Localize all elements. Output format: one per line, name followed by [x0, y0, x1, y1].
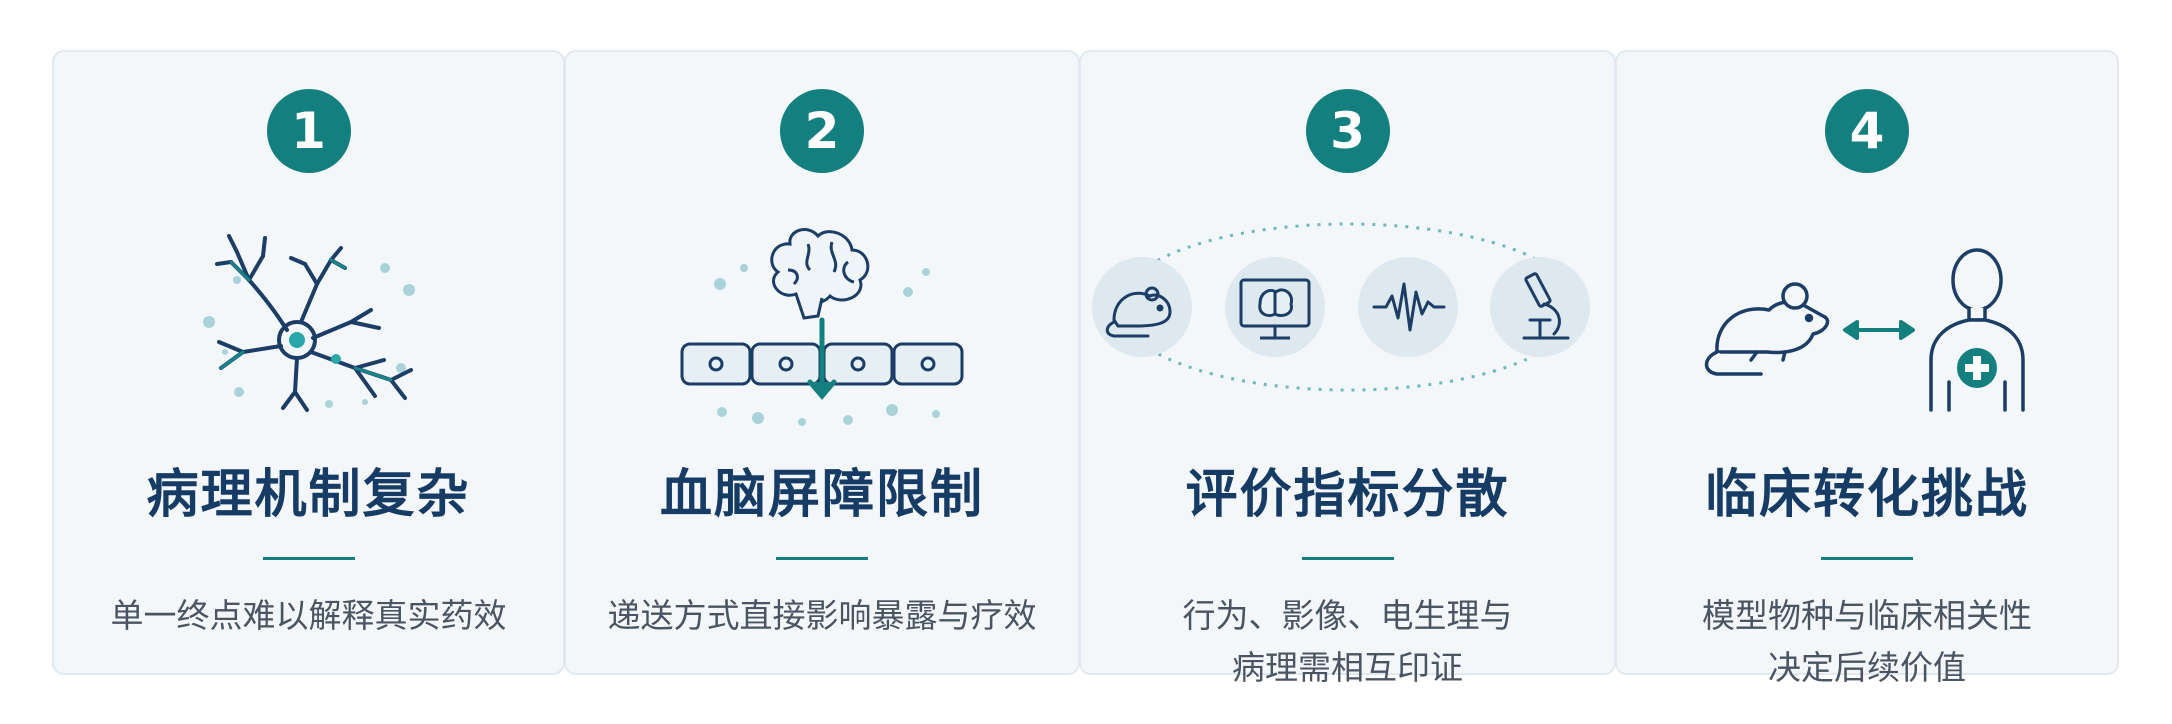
card4-illustration [1617, 192, 2117, 432]
medical-cross-icon [1957, 348, 1997, 388]
mouse-icon [1704, 282, 1830, 376]
card-title: 病理机制复杂 [146, 465, 471, 525]
challenge-cards: 1 [52, 50, 2120, 687]
step-badge-1: 1 [266, 89, 351, 173]
card3-illustration [1081, 192, 1614, 432]
description-line: 单一终点难以解释真实药效 [110, 596, 507, 635]
waveform-icon [1372, 282, 1445, 332]
step-badge-2: 2 [780, 89, 864, 173]
step-badge-4: 4 [1825, 89, 1909, 173]
brain-icon [770, 228, 870, 320]
title-divider [776, 557, 868, 560]
card-pathology: 1 [52, 50, 565, 675]
description-line: 模型物种与临床相关性 [1702, 596, 2032, 635]
card-title: 血脑屏障限制 [659, 465, 984, 525]
blood-brain-barrier-icon [680, 342, 964, 386]
neuron-icon [202, 234, 415, 412]
card-description: 行为、影像、电生理与 病理需相互印证 [1081, 590, 1614, 694]
card-title: 临床转化挑战 [1704, 465, 2029, 525]
card-description: 单一终点难以解释真实药效 [54, 590, 563, 642]
bbb-illustration [680, 228, 964, 426]
title-divider [1821, 557, 1913, 560]
description-line: 病理需相互印证 [1232, 648, 1463, 687]
description-line: 行为、影像、电生理与 [1182, 596, 1513, 635]
step-badge-3: 3 [1305, 89, 1390, 173]
mouse-icon [1105, 286, 1172, 338]
metrics-illustration [1091, 222, 1590, 392]
down-arrow-icon [807, 317, 837, 400]
card-title: 评价指标分散 [1185, 465, 1510, 525]
microscope-icon [1522, 272, 1569, 340]
card2-illustration [566, 192, 1078, 432]
card-metrics: 3 [1079, 50, 1616, 687]
double-arrow-icon [1843, 320, 1915, 340]
translation-illustration [1704, 248, 2025, 412]
brain-scan-monitor-icon [1239, 278, 1310, 340]
description-line: 决定后续价值 [1768, 648, 1966, 687]
card-description: 递送方式直接影响暴露与疗效 [566, 590, 1078, 642]
description-line: 递送方式直接影响暴露与疗效 [607, 596, 1037, 635]
card1-illustration [54, 192, 563, 432]
title-divider [1301, 557, 1394, 560]
card-bbb: 2 [564, 50, 1080, 675]
title-divider [262, 557, 355, 560]
card-description: 模型物种与临床相关性 决定后续价值 [1617, 590, 2117, 694]
card-translation: 4 [1615, 50, 2119, 687]
